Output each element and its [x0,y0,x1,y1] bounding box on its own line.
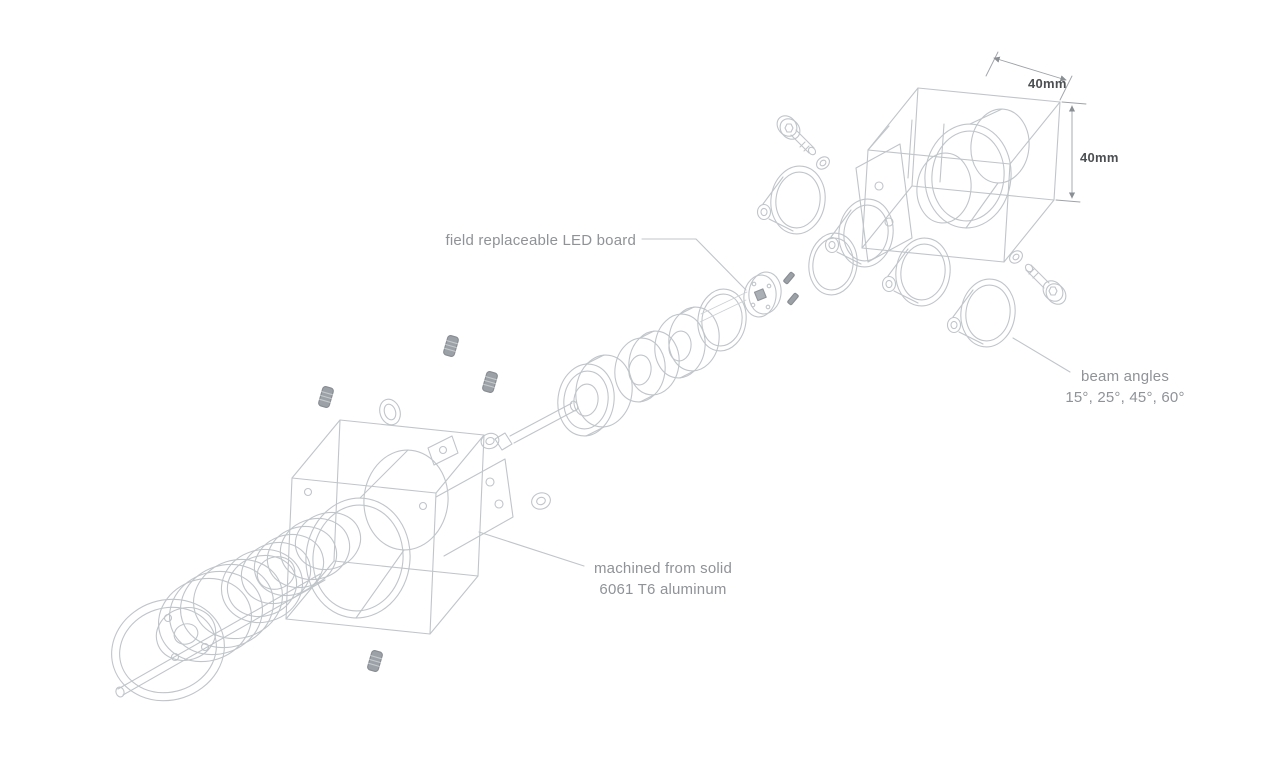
washer [531,492,551,510]
annotation-leaders [478,238,1071,567]
set-screw [318,386,334,408]
annotation-material-line1: machined from solid [593,560,733,577]
cap-screw [1009,250,1067,305]
annotation-material-line2: 6061 T6 aluminum [599,581,727,598]
washer [480,432,500,450]
annotation-beam-angles-line2: 15°, 25°, 45°, 60° [1065,389,1185,406]
mounting-bracket [855,143,913,263]
annotation-led-board: field replaceable LED board [445,232,636,249]
o-ring [697,288,747,352]
board-screw [787,292,799,306]
dimension-label-width: 40mm [1028,76,1067,91]
mounting-bracket [435,458,514,557]
led-board [699,271,799,323]
beam-lens [946,278,1016,348]
dimension-label-height: 40mm [1080,150,1119,165]
rear-housing [855,87,1061,263]
annotation-beam-angles-line1: beam angles [1080,368,1170,385]
set-screw [482,371,498,393]
annotation-material: machined from solid 6061 T6 aluminum [588,558,738,600]
cap-screw [776,115,830,170]
beam-lens [881,237,951,307]
set-screw [367,650,383,672]
leader-beam-angles [1012,337,1071,373]
annotation-beam-angles: beam angles 15°, 25°, 45°, 60° [1050,366,1200,408]
lens-stack [557,288,747,437]
o-ring [808,232,858,296]
washer [816,156,830,170]
center-shaft [494,400,579,451]
lifting-eyelet [379,398,401,426]
finned-barrel [240,511,362,605]
beam-lens [756,165,826,235]
set-screw [443,335,459,357]
main-housing [285,398,514,635]
dimension-lines [985,51,1087,203]
beam-lens [824,198,894,268]
leader-led-board [641,238,747,291]
washer [1009,250,1023,264]
board-screw [783,271,795,285]
leader-material [478,531,585,567]
front-bezel-group [111,548,304,702]
